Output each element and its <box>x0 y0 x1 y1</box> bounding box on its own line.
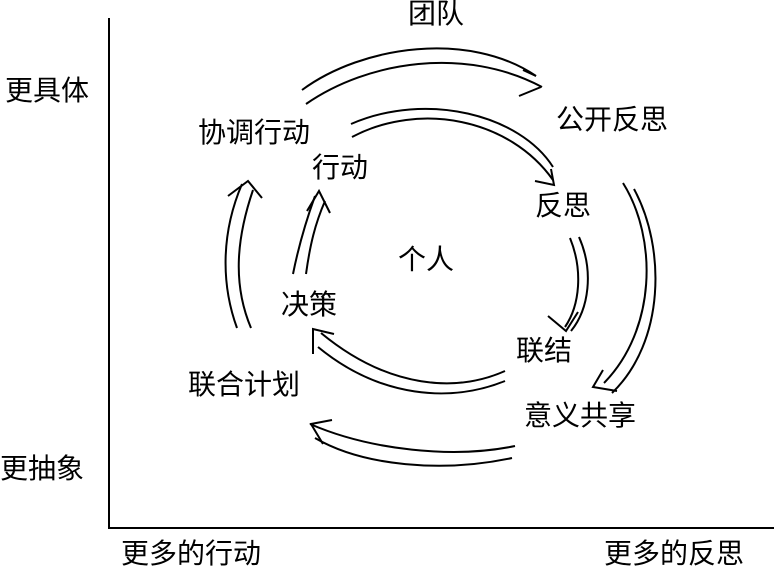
outer-step-shared-meaning: 意义共享 <box>524 399 637 432</box>
inner-arrow-bottom-head <box>312 327 335 354</box>
outer-arrow-bottom <box>309 423 516 453</box>
diagram-axes <box>108 18 774 529</box>
y-axis-top-label: 更具体 <box>5 74 90 107</box>
inner-arrow-top-head <box>534 168 556 187</box>
inner-arrow-left-head <box>306 188 331 214</box>
outer-step-public-reflection: 公开反思 <box>556 103 669 136</box>
outer-arrow-left-inner-line <box>237 189 254 329</box>
outer-arrow-bottom-head <box>309 419 333 445</box>
outer-step-joint-planning: 联合计划 <box>188 368 301 401</box>
inner-cycle-title: 个人 <box>398 243 455 276</box>
inner-step-connection: 联结 <box>516 334 573 367</box>
inner-step-action: 行动 <box>312 151 369 184</box>
inner-arrow-right-inner-line <box>570 236 589 332</box>
outer-step-coordinated-action: 协调行动 <box>198 116 311 149</box>
inner-arrow-bottom-inner-line <box>317 346 506 395</box>
inner-arrow-left <box>292 195 316 275</box>
outer-cycle-title: 团队 <box>408 0 465 30</box>
outer-arrow-top <box>305 61 543 105</box>
inner-arrow-left-inner-line <box>305 200 326 275</box>
outer-arrow-left <box>224 183 243 329</box>
outer-arrow-top-head <box>518 69 542 97</box>
inner-step-reflection: 反思 <box>535 189 592 222</box>
inner-arrow-top-inner-line <box>350 107 554 168</box>
outer-arrow-bottom-inner-line <box>314 437 513 467</box>
outer-arrow-top-inner-line <box>301 47 537 91</box>
outer-arrow-right-head <box>591 369 618 392</box>
outer-arrow-right <box>603 182 648 384</box>
outer-arrow-right-inner-line <box>611 188 657 394</box>
y-axis-bottom-label: 更抽象 <box>0 452 85 485</box>
inner-arrow-top <box>351 117 554 181</box>
inner-arrow-bottom <box>320 332 506 385</box>
outer-arrow-left-head <box>227 179 263 199</box>
x-axis-left-label: 更多的行动 <box>121 537 262 570</box>
inner-step-decision: 决策 <box>281 288 338 321</box>
x-axis-right-label: 更多的反思 <box>604 537 745 570</box>
inner-arrow-right-head <box>547 311 579 333</box>
inner-arrow-right <box>564 237 580 328</box>
